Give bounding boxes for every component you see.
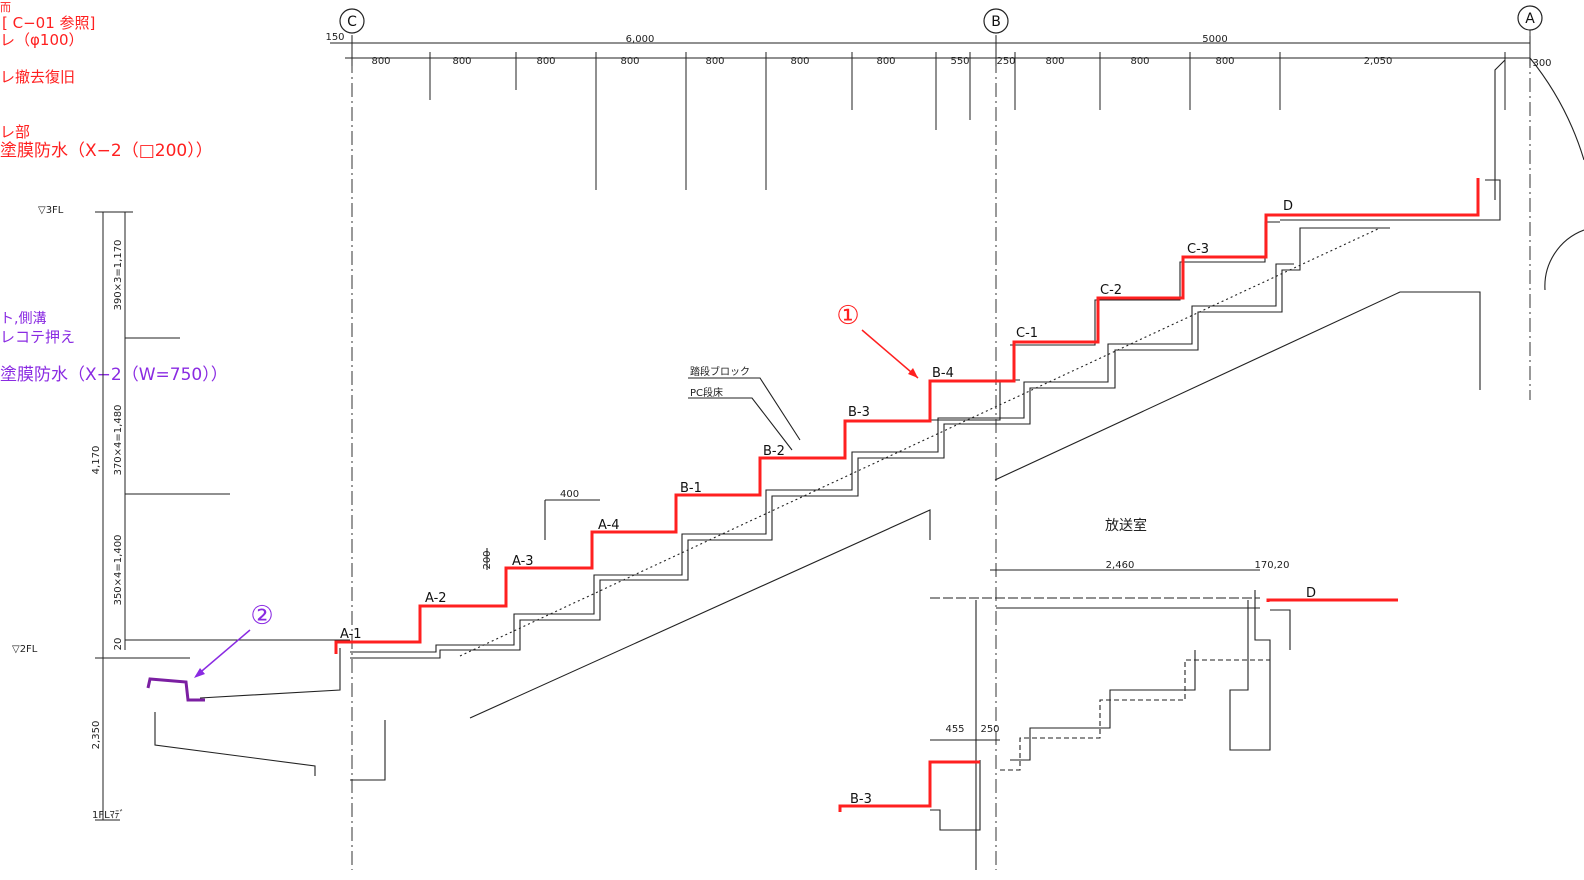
waterproof-line-main	[334, 178, 1480, 654]
dim-seg-1: 800	[371, 56, 390, 67]
fl2-label: ▽2FL	[12, 644, 38, 655]
dim-seg-8: 550	[950, 56, 969, 67]
fl3-label: ▽3FL	[38, 205, 64, 216]
note-part: レ部	[0, 123, 31, 141]
room-label: 放送室	[1105, 517, 1147, 534]
dim-seg-12: 800	[1215, 56, 1234, 67]
dim-1480: 370×4=1,480	[113, 405, 124, 476]
dim-seg-11: 800	[1130, 56, 1149, 67]
stair-structure	[154, 57, 1584, 870]
note-removal-restore: レ撤去復旧	[0, 68, 76, 86]
dim-1400: 350×4=1,400	[113, 535, 124, 606]
step-b3-lower: B-3	[850, 792, 872, 807]
dim-seg-5: 800	[705, 56, 724, 67]
step-a1: A-1	[340, 627, 362, 642]
dim-1170: 390×3=1,170	[113, 240, 124, 311]
block-label: 踏段ブロック	[690, 365, 750, 378]
dim-200: 200	[482, 550, 493, 569]
step-b2: B-2	[763, 444, 785, 459]
fl1-label: 1FLﾏﾃﾞ	[92, 809, 125, 821]
dim-seg-2: 800	[452, 56, 471, 67]
marker-1: ①	[836, 301, 859, 331]
note-side-gutter: ト,側溝	[0, 311, 47, 327]
note-c01-reference: [ C−01 参照]	[2, 14, 96, 32]
dim-455: 455	[945, 724, 964, 735]
note-0: 而	[0, 1, 11, 14]
dim-2350: 2,350	[91, 721, 102, 750]
note-waterproof-200: 塗膜防水（X−2（□200））	[0, 141, 213, 161]
dim-20: 20	[113, 638, 124, 651]
dim-seg-9: 250	[996, 56, 1015, 67]
dim-seg-13: 2,050	[1364, 56, 1393, 67]
dim-6000: 6,000	[626, 34, 655, 45]
step-a2: A-2	[425, 591, 447, 606]
dim-250: 250	[980, 724, 999, 735]
note-trowel-finish: レコテ押え	[0, 328, 76, 346]
step-c1: C-1	[1016, 326, 1038, 341]
dim-4170: 4,170	[91, 446, 102, 475]
step-a4: A-4	[598, 518, 620, 533]
dim-400: 400	[560, 489, 579, 500]
dim-segments: 800 800 800 800 800 800 800 550 250 800 …	[371, 56, 1392, 67]
step-a3: A-3	[512, 554, 534, 569]
dim-seg-10: 800	[1045, 56, 1064, 67]
step-b4: B-4	[932, 366, 954, 381]
dim-seg-7: 800	[876, 56, 895, 67]
note-drain-pipe: レ（φ100）	[0, 31, 84, 49]
dim-150: 150	[325, 32, 344, 43]
pc-label: PC段床	[690, 386, 723, 399]
step-b1: B-1	[680, 481, 702, 496]
axis-b-label: B	[991, 14, 1001, 30]
note-waterproof-750: 塗膜防水（X−2（W=750））	[0, 365, 228, 385]
top-dimension-lines	[330, 36, 1531, 190]
grid-axes	[351, 30, 1531, 870]
marker-2: ②	[250, 601, 273, 631]
dim-seg-3: 800	[536, 56, 555, 67]
dim-seg-4: 800	[620, 56, 639, 67]
step-b3: B-3	[848, 405, 870, 420]
axis-a-label: A	[1525, 11, 1535, 27]
callout-2: ②	[194, 601, 274, 678]
axis-bubble-b: B	[983, 8, 1009, 34]
gutter-line	[146, 677, 205, 702]
left-vertical-dimension	[95, 211, 350, 821]
waterproof-line-lower	[838, 760, 980, 812]
axis-c-label: C	[347, 14, 357, 30]
axis-bubble-a: A	[1517, 5, 1543, 31]
dim-300: 300	[1532, 58, 1551, 69]
step-labels: A-1 A-2 A-3 A-4 B-1 B-2 B-3 B-4 C-1 C-2 …	[340, 199, 1316, 807]
dim-5000: 5000	[1202, 34, 1227, 45]
dim-170-20: 170,20	[1255, 560, 1290, 571]
step-d: D	[1283, 199, 1293, 214]
dim-seg-6: 800	[790, 56, 809, 67]
step-c3: C-3	[1187, 242, 1209, 257]
waterproof-line-landing	[1266, 598, 1398, 602]
axis-bubble-c: C	[339, 8, 365, 34]
step-c2: C-2	[1100, 283, 1122, 298]
callout-1: ①	[836, 301, 919, 379]
step-d-landing: D	[1306, 586, 1316, 601]
dim-2460: 2,460	[1106, 560, 1135, 571]
